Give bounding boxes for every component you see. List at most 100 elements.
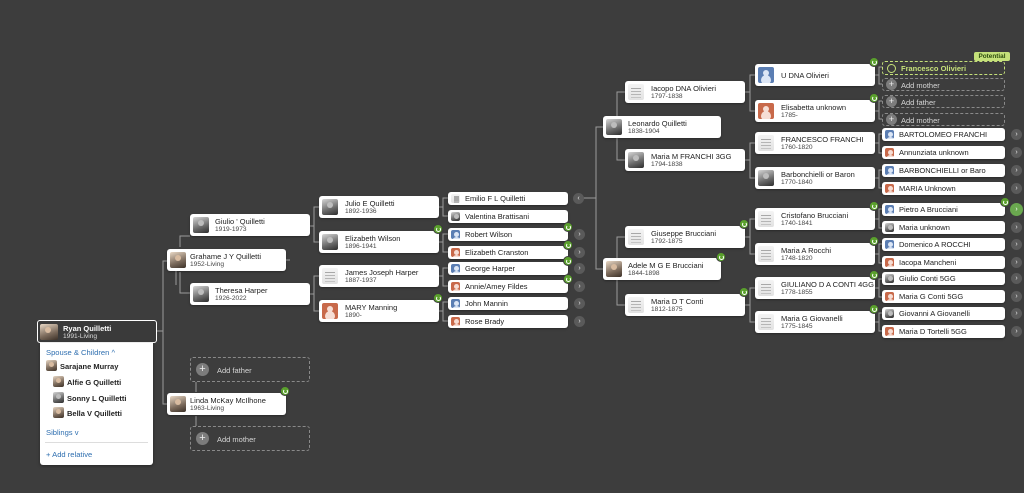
person-card-maria-conti[interactable]: Maria D T Conti 1812-1875	[625, 294, 745, 316]
person-name: Maria D T Conti	[651, 297, 704, 306]
siblings-toggle[interactable]: Siblings v	[46, 428, 79, 437]
hint-leaf-icon[interactable]	[433, 293, 443, 303]
potential-father-card[interactable]: Francesco Olivieri	[882, 61, 1005, 75]
child-name[interactable]: Sonny L Quilletti	[67, 394, 127, 403]
add-mother-button[interactable]: + Add mother	[882, 113, 1005, 126]
add-relative-button[interactable]: + Add relative	[46, 450, 92, 459]
person-card-giuseppe[interactable]: Giuseppe Brucciani 1792-1875	[625, 226, 745, 248]
person-card-elizabeth[interactable]: Elizabeth Wilson 1896-1941	[319, 231, 439, 253]
spouse-name[interactable]: Sarajane Murray	[60, 362, 119, 371]
person-card-u-dna[interactable]: U DNA Olivieri	[755, 64, 875, 86]
chevron-right-icon[interactable]: ›	[1011, 222, 1022, 233]
hint-leaf-icon[interactable]	[433, 224, 443, 234]
potential-icon	[887, 64, 896, 73]
chevron-left-icon[interactable]: ‹	[573, 193, 584, 204]
person-card-maria-tortelli[interactable]: Maria D Tortelli 5GG	[882, 325, 1005, 338]
chevron-right-icon[interactable]: ›	[1011, 147, 1022, 158]
person-card-pietro[interactable]: Pietro A Brucciani	[882, 203, 1005, 216]
person-card-cristofano[interactable]: Cristofano Brucciani 1740-1841	[755, 208, 875, 230]
profile-photo	[758, 67, 774, 83]
person-name: Leonardo Quilletti	[628, 119, 687, 128]
person-card-iacopo[interactable]: Iacopo DNA Olivieri 1797-1838	[625, 81, 745, 103]
chevron-right-icon[interactable]: ›	[574, 316, 585, 327]
focus-person-card[interactable]: Ryan Quilletti 1991-Living	[37, 320, 157, 343]
person-card-robert[interactable]: Robert Wilson	[448, 228, 568, 241]
person-card-maria-unknown[interactable]: MARIA Unknown	[882, 182, 1005, 195]
person-card-adele[interactable]: Adele M G E Brucciani 1844-1898	[603, 258, 721, 280]
hint-leaf-icon[interactable]	[563, 240, 573, 250]
hint-leaf-icon[interactable]	[739, 219, 749, 229]
person-card-domenico[interactable]: Domenico A ROCCHI	[882, 238, 1005, 251]
chevron-right-icon[interactable]: ›	[574, 298, 585, 309]
plus-icon: +	[886, 114, 897, 125]
hint-leaf-icon[interactable]	[280, 386, 290, 396]
person-card-julio[interactable]: Julio E Quilletti 1892-1936	[319, 196, 439, 218]
person-card-elisabetta[interactable]: Elisabetta unknown 1785-	[755, 100, 875, 122]
person-card-leonardo[interactable]: Leonardo Quilletti 1838-1904	[603, 116, 721, 138]
chevron-right-icon[interactable]: ›	[1011, 165, 1022, 176]
hint-leaf-icon[interactable]	[869, 93, 879, 103]
person-card-giulio-conti[interactable]: Giulio Conti 5GG	[882, 272, 1005, 285]
chevron-right-icon[interactable]: ›	[574, 281, 585, 292]
person-card-george[interactable]: George Harper	[448, 262, 568, 275]
person-dates: 1748-1820	[781, 255, 813, 262]
person-card-annunziata[interactable]: Annunziata unknown	[882, 146, 1005, 159]
chevron-right-icon[interactable]: ›	[1010, 203, 1023, 216]
hint-leaf-icon[interactable]	[739, 287, 749, 297]
person-dates: 1887-1937	[345, 277, 377, 284]
person-card-iacopa[interactable]: Iacopa Mancheni	[882, 256, 1005, 269]
person-card-barbonchielli[interactable]: Barbonchielli or Baron 1770-1840	[755, 167, 875, 189]
person-card-barbonchielli-baro[interactable]: BARBONCHIELLI or Baro	[882, 164, 1005, 177]
chevron-right-icon[interactable]: ›	[1011, 308, 1022, 319]
person-card-james[interactable]: James Joseph Harper 1887-1937	[319, 265, 439, 287]
child-name[interactable]: Bella V Quilletti	[67, 409, 123, 418]
person-card-giulio[interactable]: Giulio ' Quilletti 1919-1973	[190, 214, 310, 236]
person-card-maria-unknown-2[interactable]: Maria unknown	[882, 221, 1005, 234]
hint-leaf-icon[interactable]	[869, 57, 879, 67]
person-card-valentina[interactable]: Valentina Brattisani	[448, 210, 568, 223]
hint-leaf-icon[interactable]	[869, 201, 879, 211]
person-card-rose[interactable]: Rose Brady	[448, 315, 568, 328]
person-card-maria-giovanelli[interactable]: Maria G Giovanelli 1775-1845	[755, 311, 875, 333]
hint-leaf-icon[interactable]	[869, 236, 879, 246]
add-mother-button[interactable]: + Add mother	[190, 426, 310, 451]
person-card-mary[interactable]: MARY Manning 1890-	[319, 300, 439, 322]
hint-leaf-icon[interactable]	[869, 304, 879, 314]
person-card-francesco-franchi[interactable]: FRANCESCO FRANCHI 1760-1820	[755, 132, 875, 154]
chevron-right-icon[interactable]: ›	[574, 229, 585, 240]
spouse-children-toggle[interactable]: Spouse & Children ^	[46, 348, 115, 357]
chevron-right-icon[interactable]: ›	[1011, 239, 1022, 250]
hint-leaf-icon[interactable]	[869, 270, 879, 280]
person-card-maria-g-conti[interactable]: Maria G Conti 5GG	[882, 290, 1005, 303]
person-card-giuliano[interactable]: GIULIANO D A CONTI 4GG 1778-1855	[755, 277, 875, 299]
chevron-right-icon[interactable]: ›	[1011, 257, 1022, 268]
person-card-john[interactable]: John Mannin	[448, 297, 568, 310]
person-card-emilio[interactable]: Emilio F L Quilletti	[448, 192, 568, 205]
person-card-bartolomeo[interactable]: BARTOLOMEO FRANCHI	[882, 128, 1005, 141]
person-card-theresa[interactable]: Theresa Harper 1926-2022	[190, 283, 310, 305]
chevron-right-icon[interactable]: ›	[1011, 129, 1022, 140]
chevron-right-icon[interactable]: ›	[574, 263, 585, 274]
person-card-maria-rocchi[interactable]: Maria A Rocchi 1748-1820	[755, 243, 875, 265]
person-card-linda[interactable]: Linda McKay McIlhone 1963-Living	[167, 393, 286, 415]
add-father-button[interactable]: + Add father	[882, 95, 1005, 108]
chevron-right-icon[interactable]: ›	[574, 247, 585, 258]
hint-leaf-icon[interactable]	[563, 256, 573, 266]
hint-leaf-icon[interactable]	[1000, 197, 1010, 207]
person-dates: 1963-Living	[190, 405, 225, 412]
chevron-right-icon[interactable]: ›	[1011, 291, 1022, 302]
person-card-maria-franchi[interactable]: Maria M FRANCHI 3GG 1794-1838	[625, 149, 745, 171]
person-card-elizabeth-cranston[interactable]: Elizabeth Cranston	[448, 246, 568, 259]
add-father-button[interactable]: + Add father	[190, 357, 310, 382]
chevron-right-icon[interactable]: ›	[1011, 326, 1022, 337]
hint-leaf-icon[interactable]	[716, 252, 726, 262]
person-card-grahame[interactable]: Grahame J Y Quilletti 1952-Living	[167, 249, 286, 271]
hint-leaf-icon[interactable]	[563, 274, 573, 284]
child-name[interactable]: Alfie G Quilletti	[67, 378, 122, 387]
person-card-giovanni[interactable]: Giovanni A Giovanelli	[882, 307, 1005, 320]
hint-leaf-icon[interactable]	[563, 222, 573, 232]
add-mother-button[interactable]: + Add mother	[882, 78, 1005, 91]
person-card-annie[interactable]: Annie/Amey Fildes	[448, 280, 568, 293]
chevron-right-icon[interactable]: ›	[1011, 183, 1022, 194]
chevron-right-icon[interactable]: ›	[1011, 273, 1022, 284]
